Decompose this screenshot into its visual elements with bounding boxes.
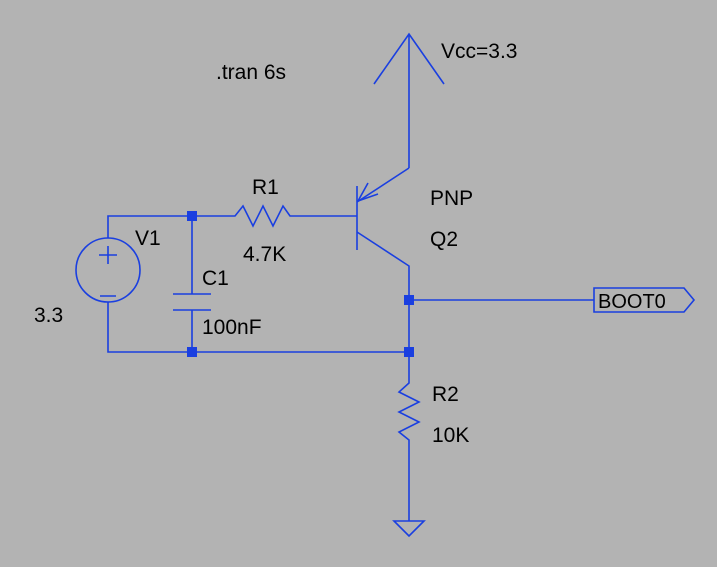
boot0-net-flag bbox=[593, 287, 696, 313]
voltage-source-v1 bbox=[75, 237, 141, 303]
resistor-r1 bbox=[230, 204, 357, 228]
junction-dot bbox=[404, 295, 414, 305]
vcc-arrow-symbol bbox=[373, 32, 445, 168]
r1-name: R1 bbox=[252, 176, 279, 199]
wire-ground-rail bbox=[107, 302, 409, 353]
tran-directive: .tran 6s bbox=[216, 61, 286, 84]
junction-dot bbox=[187, 347, 197, 357]
transistor-q2 bbox=[356, 167, 410, 300]
junction-dot bbox=[187, 211, 197, 221]
resistor-r2 bbox=[397, 377, 421, 521]
capacitor-c1 bbox=[173, 293, 211, 311]
c1-name: C1 bbox=[202, 267, 229, 290]
q2-name: Q2 bbox=[430, 228, 458, 251]
r1-value: 4.7K bbox=[243, 243, 286, 266]
junction-dot bbox=[404, 347, 414, 357]
boot0-label: BOOT0 bbox=[598, 291, 666, 313]
v1-name: V1 bbox=[135, 227, 161, 250]
v1-value: 3.3 bbox=[34, 304, 63, 327]
r2-value: 10K bbox=[432, 424, 469, 447]
r2-name: R2 bbox=[432, 383, 459, 406]
vcc-label: Vcc=3.3 bbox=[441, 40, 517, 63]
q2-type: PNP bbox=[430, 187, 473, 210]
wire-v1-top bbox=[107, 215, 230, 238]
ground-icon bbox=[392, 520, 426, 538]
c1-value: 100nF bbox=[202, 316, 262, 339]
